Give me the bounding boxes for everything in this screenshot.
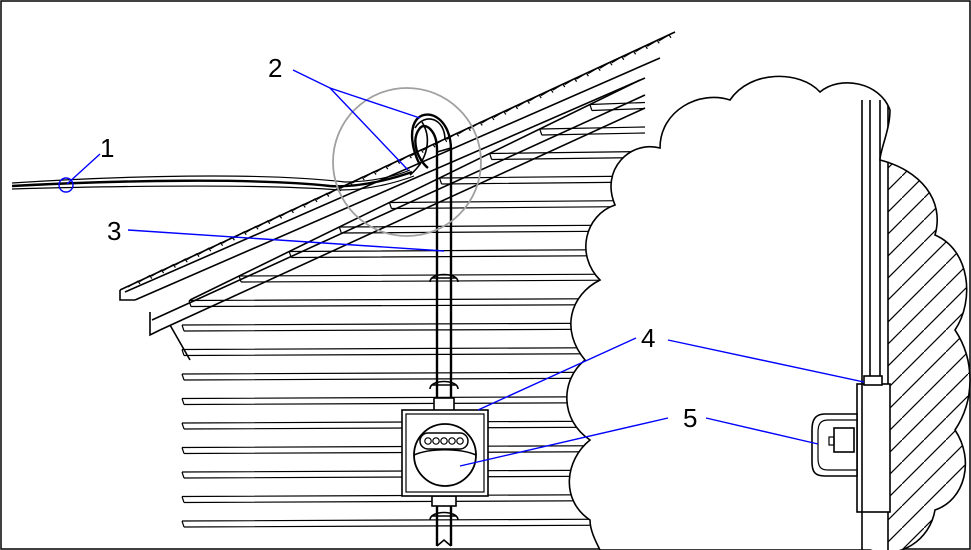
roof-shingle [658, 34, 672, 42]
service-drop-wire [11, 169, 415, 191]
meter-counter-digit [432, 437, 440, 445]
meter-box [401, 409, 489, 497]
roof-shingle [635, 44, 648, 53]
roof-shingle [399, 154, 412, 162]
roof-shingle [151, 269, 165, 277]
leader-5-detail [705, 417, 819, 445]
leader-1-marker [58, 177, 74, 193]
roof-shingle [127, 280, 141, 288]
conduit-strap [429, 380, 459, 390]
siding-board [181, 322, 646, 332]
roof-shingle [257, 220, 271, 228]
roof-shingle [599, 61, 613, 69]
conduit-strap [429, 511, 459, 521]
roof-shingle [564, 77, 578, 86]
meter-counter-digit [456, 437, 464, 445]
roof-shingle [517, 99, 530, 108]
callout-2: 2 [268, 53, 282, 83]
leader-5 [459, 417, 669, 467]
leader-3 [127, 229, 445, 252]
roof-shingle [186, 252, 200, 261]
meter-counter-digit [448, 437, 456, 445]
roof-shingle [375, 165, 389, 173]
siding-board [489, 150, 646, 161]
roof-shingle [552, 83, 566, 91]
roof-shingle [363, 170, 377, 179]
siding-board [181, 346, 646, 357]
meter-counter-digit [440, 437, 448, 445]
roof-shingle [422, 143, 436, 151]
conduit-strap [429, 273, 459, 283]
roof-shingle [505, 105, 519, 113]
roof-shingle [269, 214, 283, 222]
roof-shingle [611, 55, 625, 64]
roof-shingle [210, 241, 224, 250]
roof-shingle [481, 116, 495, 124]
siding-board [181, 371, 646, 381]
roof-eave [119, 31, 676, 337]
roof-shingle [304, 198, 318, 206]
roof-shingle [233, 230, 247, 239]
leader-1 [66, 153, 101, 185]
siding-board [388, 199, 646, 210]
roof-shingle [174, 258, 188, 266]
siding-board [181, 518, 646, 528]
siding-board [589, 101, 646, 112]
roof-shingle [222, 236, 235, 244]
roof-shingle [587, 66, 601, 75]
roof-shingle [623, 50, 637, 58]
leader-2a [292, 69, 421, 119]
leader-2b [329, 87, 409, 171]
detail-magnifier-circle [332, 87, 482, 237]
callout-4: 4 [641, 323, 655, 353]
roof-shingle [646, 39, 660, 47]
roof-shingle [387, 159, 401, 168]
meter-counter-digit [424, 437, 432, 445]
roof-shingle [540, 88, 554, 97]
callout-1: 1 [100, 133, 114, 163]
roof-shingle [458, 127, 471, 135]
leader-lines [58, 69, 865, 467]
roof-shingle [292, 203, 306, 211]
roof-shingle [163, 263, 176, 272]
roof-shingle [351, 176, 365, 184]
callout-5: 5 [683, 403, 697, 433]
roof-shingle [139, 274, 153, 283]
callout-3: 3 [107, 216, 121, 246]
leader-4-detail [667, 339, 865, 383]
roof-shingle [281, 209, 294, 217]
roof-shingle [469, 121, 483, 129]
detail-cloud-closeup [566, 75, 971, 550]
roof-shingle [245, 225, 259, 233]
roof-shingle [316, 192, 330, 200]
leader-4 [477, 337, 637, 411]
roof-shingle [576, 72, 589, 80]
siding-board [539, 126, 646, 136]
roof-shingle [528, 94, 542, 102]
roof-shingle [198, 247, 212, 255]
roof-shingle [493, 110, 507, 118]
